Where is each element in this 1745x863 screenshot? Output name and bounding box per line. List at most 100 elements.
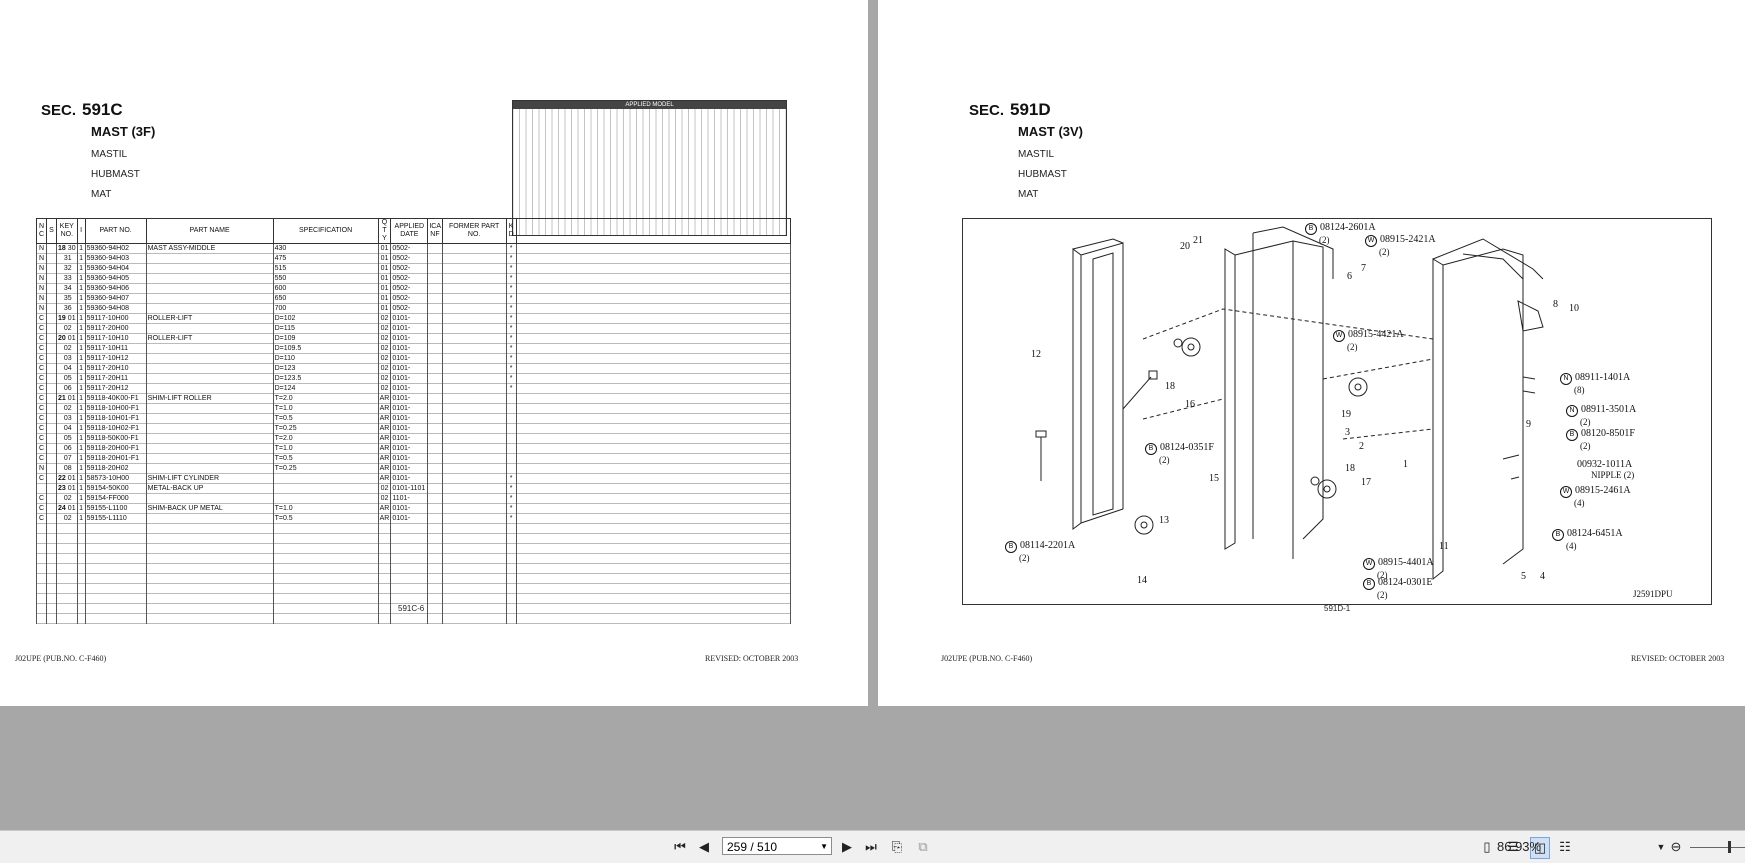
cell-empty xyxy=(145,593,274,604)
cell-nc: C xyxy=(36,453,47,464)
cell-empty xyxy=(76,563,86,574)
first-page-icon[interactable]: ⏮ xyxy=(674,839,686,854)
page-selector[interactable]: 259 / 510▼ xyxy=(722,837,832,855)
cell-q: 01 xyxy=(377,303,392,314)
footer-publication: J02UPE (PUB.NO. C-F460) xyxy=(941,654,1033,663)
cell-nc: C xyxy=(36,333,47,344)
sub-number: 01 xyxy=(67,475,76,482)
two-page-continuous-view-icon[interactable]: ☷ xyxy=(1559,839,1571,854)
cell-name xyxy=(145,413,274,424)
cell-empty xyxy=(46,503,57,514)
cell-kd: * xyxy=(505,473,517,484)
zoom-level[interactable]: 86.93% xyxy=(1497,839,1542,854)
sub-number: 02 xyxy=(63,515,72,522)
cell-name: ROLLER-LIFT xyxy=(145,333,274,344)
cell-empty xyxy=(46,583,57,594)
cell-empty xyxy=(515,353,791,364)
cell-empty xyxy=(84,553,147,564)
cell-spec: D=124 xyxy=(272,383,379,394)
cell-date: 0101- xyxy=(390,363,429,374)
cell-empty xyxy=(505,573,517,584)
cell-empty xyxy=(515,333,791,344)
cell-part-no: 59360-94H06 xyxy=(84,283,147,294)
cell-qty: 1 xyxy=(76,353,86,364)
cell-q: 02 xyxy=(377,313,392,324)
cell-empty xyxy=(390,613,429,624)
cell-part-no: 59118-10H01-F1 xyxy=(84,413,147,424)
continuous-view-icon[interactable]: ☰ xyxy=(1507,839,1519,854)
section-heading: SEC.591C xyxy=(41,100,123,120)
cell-empty xyxy=(46,563,57,574)
zoom-slider[interactable] xyxy=(1690,847,1745,848)
cell-key-no: 02 xyxy=(56,513,78,524)
figure-code: J2591DPU xyxy=(1633,589,1673,599)
cell-part-no: 59155-L1110 xyxy=(84,513,147,524)
footer-publication: J02UPE (PUB.NO. C-F460) xyxy=(15,654,107,663)
sub-number: 02 xyxy=(63,345,72,352)
cell-empty xyxy=(377,603,392,614)
last-page-icon[interactable]: ⏭ xyxy=(865,839,877,854)
cell-empty xyxy=(427,493,443,504)
cell-empty xyxy=(441,573,507,584)
cell-empty xyxy=(427,443,443,454)
cell-kd xyxy=(505,413,517,424)
zoom-dropdown-icon[interactable]: ▼ xyxy=(1656,842,1666,852)
cell-empty xyxy=(377,593,392,604)
next-page-icon[interactable]: ▶ xyxy=(842,839,852,854)
cell-q: 02 xyxy=(377,483,392,494)
cell-spec xyxy=(272,493,379,504)
cell-nc: N xyxy=(36,463,47,474)
cell-nc: C xyxy=(36,413,47,424)
cell-qty: 1 xyxy=(76,293,86,304)
cell-empty xyxy=(46,433,57,444)
cell-date: 0502- xyxy=(390,253,429,264)
badge-icon: W xyxy=(1560,486,1572,498)
zoom-out-icon[interactable]: ⊖ xyxy=(1670,839,1682,854)
cell-empty xyxy=(427,533,443,544)
zoom-slider-handle[interactable] xyxy=(1728,841,1731,853)
subtitle-fr: MAT xyxy=(91,189,112,200)
copy-icon[interactable]: ⧉ xyxy=(918,839,928,854)
sub-number: 01 xyxy=(67,395,76,402)
footer-revised: REVISED: OCTOBER 2003 xyxy=(705,654,799,663)
cell-empty xyxy=(84,533,147,544)
cell-empty xyxy=(515,603,791,614)
two-page-view-icon[interactable]: ◫ xyxy=(1530,837,1550,859)
cell-empty xyxy=(515,293,791,304)
ref-number: 16 xyxy=(1185,399,1195,410)
cell-empty xyxy=(272,603,379,614)
single-page-view-icon[interactable]: ▯ xyxy=(1483,839,1491,854)
cell-empty xyxy=(377,573,392,584)
previous-page-icon[interactable]: ◀ xyxy=(699,839,709,854)
cell-empty xyxy=(427,373,443,384)
cell-nc: C xyxy=(36,363,47,374)
cell-empty xyxy=(390,553,429,564)
cell-kd: * xyxy=(505,363,517,374)
cell-empty xyxy=(145,603,274,614)
cell-empty xyxy=(377,583,392,594)
cell-key-no: 02 xyxy=(56,403,78,414)
cell-kd: * xyxy=(505,243,517,254)
cell-spec: T=1.0 xyxy=(272,403,379,414)
cell-empty xyxy=(427,433,443,444)
cell-spec xyxy=(272,483,379,494)
cell-empty xyxy=(515,543,791,554)
cell-empty xyxy=(515,573,791,584)
table-row-empty xyxy=(36,533,791,544)
cell-q: 02 xyxy=(377,383,392,394)
cell-name xyxy=(145,303,274,314)
cell-qty: 1 xyxy=(76,373,86,384)
table-row-empty xyxy=(36,613,791,624)
cell-empty xyxy=(427,593,443,604)
col-key-no: KEY NO. xyxy=(56,218,78,244)
cell-empty xyxy=(56,603,78,614)
rotate-icon[interactable]: ⎘ xyxy=(891,839,903,854)
cell-spec: D=123.5 xyxy=(272,373,379,384)
table-row-empty xyxy=(36,563,791,574)
